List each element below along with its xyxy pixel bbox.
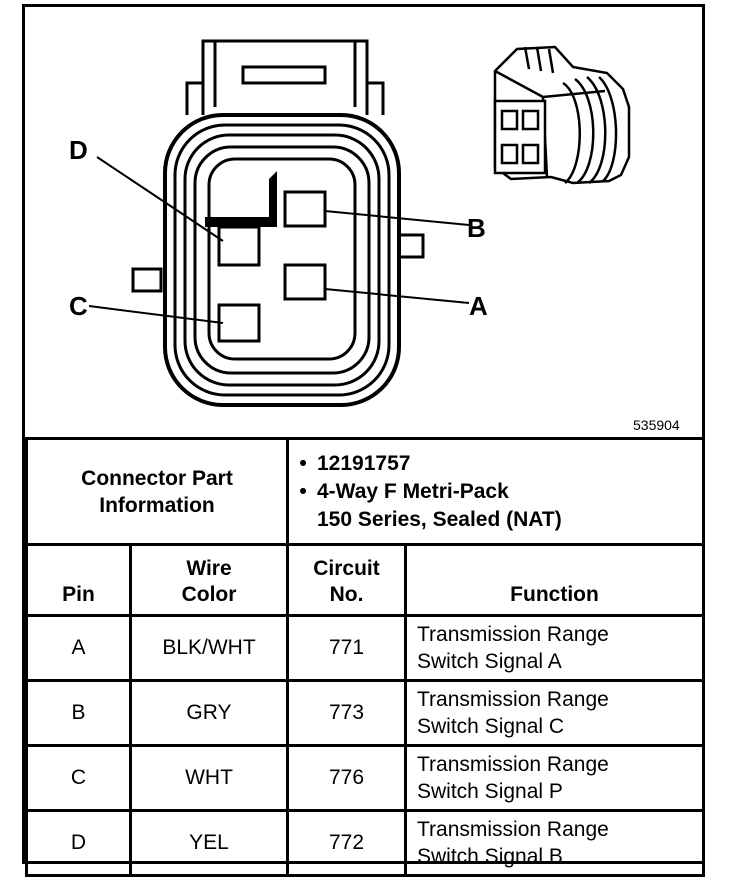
bullet: • (299, 451, 307, 475)
function-cell: Transmission Range Switch Signal B (403, 809, 706, 877)
callout-b: B (467, 213, 486, 243)
function-line2: Switch Signal A (417, 650, 562, 673)
pin-cell: D (25, 809, 132, 877)
header-circuit-line2: No. (329, 583, 364, 606)
function-line1: Transmission Range (417, 818, 609, 841)
bullet: • (299, 479, 307, 503)
wire-color-cell: BLK/WHT (129, 614, 289, 682)
part-number: 12191757 (317, 451, 411, 475)
cavity-b (283, 190, 327, 228)
polarization-key (205, 171, 277, 227)
function-cell: Transmission Range Switch Signal C (403, 679, 706, 747)
table-row: B GRY 773 Transmission Range Switch Sign… (25, 679, 706, 747)
header-pin: Pin (25, 543, 132, 617)
info-label-line1: Connector Part (81, 466, 233, 490)
pin-cell: B (25, 679, 132, 747)
connector-info-row: Connector Part Information • 12191757 • … (25, 437, 706, 546)
function-line1: Transmission Range (417, 688, 609, 711)
header-function: Function (403, 543, 706, 617)
function-line1: Transmission Range (417, 623, 609, 646)
function-cell: Transmission Range Switch Signal A (403, 614, 706, 682)
left-ear (131, 267, 163, 293)
callout-c: C (69, 291, 88, 321)
wire-color-cell: WHT (129, 744, 289, 812)
pin-cell: C (25, 744, 132, 812)
description-line: • 4-Way F Metri-Pack (289, 478, 702, 506)
header-circuit: Circuit No. (286, 543, 407, 617)
header-wire-line2: Color (181, 583, 237, 606)
pin-cell: A (25, 614, 132, 682)
table-header-row: Pin Wire Color Circuit No. Function (25, 543, 706, 617)
callout-d: D (69, 135, 88, 165)
connector-figure: D B C A 535904 (25, 7, 702, 437)
figure-id: 535904 (633, 417, 680, 433)
cavity-a (283, 263, 327, 301)
cavity-c (217, 303, 261, 343)
housing-outline (163, 113, 401, 407)
function-line2: Switch Signal B (417, 845, 563, 868)
leader-lines (88, 156, 470, 324)
right-ear (397, 233, 425, 259)
wire-color-cell: YEL (129, 809, 289, 877)
connector-3d-cavities (500, 109, 540, 165)
header-wire-line1: Wire (186, 557, 232, 580)
part-number-line: • 12191757 (289, 450, 702, 478)
function-line2: Switch Signal C (417, 715, 565, 738)
table-row: D YEL 772 Transmission Range Switch Sign… (25, 809, 706, 877)
function-cell: Transmission Range Switch Signal P (403, 744, 706, 812)
table-row: C WHT 776 Transmission Range Switch Sign… (25, 744, 706, 812)
connector-info-label: Connector Part Information (25, 437, 289, 546)
circuit-cell: 772 (286, 809, 407, 877)
header-wire-color: Wire Color (129, 543, 289, 617)
description-line1: 4-Way F Metri-Pack (317, 479, 509, 503)
connector-info-value: • 12191757 • 4-Way F Metri-Pack 150 Seri… (285, 437, 706, 546)
wire-color-cell: GRY (129, 679, 289, 747)
function-line2: Switch Signal P (417, 780, 563, 803)
info-label-line2: Information (99, 493, 215, 517)
connector-sheet: D B C A 535904 Connector Part Informatio… (22, 4, 706, 877)
header-circuit-line1: Circuit (313, 557, 380, 580)
locking-tab (185, 39, 385, 115)
cavity-d (217, 225, 261, 267)
connector-face-drawing (88, 39, 631, 407)
terminal-cavities (217, 190, 327, 343)
description-line2: 150 Series, Sealed (NAT) (317, 507, 562, 531)
table-row: A BLK/WHT 771 Transmission Range Switch … (25, 614, 706, 682)
circuit-cell: 771 (286, 614, 407, 682)
callout-a: A (469, 291, 488, 321)
circuit-cell: 773 (286, 679, 407, 747)
connector-table: Connector Part Information • 12191757 • … (25, 437, 706, 877)
circuit-cell: 776 (286, 744, 407, 812)
function-line1: Transmission Range (417, 753, 609, 776)
